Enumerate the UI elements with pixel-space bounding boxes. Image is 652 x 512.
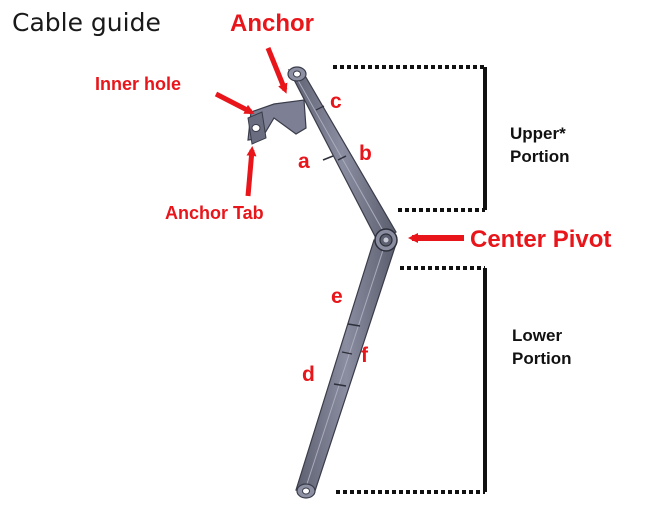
upper-portion-label: Upper* Portion — [510, 122, 570, 168]
lower-portion-line2: Portion — [512, 349, 572, 368]
anchor-tab-label: Anchor Tab — [165, 203, 264, 223]
annotation-arrows — [214, 47, 464, 243]
upper-portion-line1: Upper* — [510, 124, 566, 143]
letter-c-label: c — [330, 90, 342, 113]
anchor-arrow — [265, 47, 288, 94]
lower-portion-label: Lower Portion — [512, 324, 572, 370]
upper-portion-bracket — [333, 65, 487, 212]
anchor-tab-bracket — [247, 99, 307, 145]
letter-a-label: a — [298, 150, 310, 173]
lower-portion-bracket — [336, 266, 487, 494]
letter-d-label: d — [302, 363, 315, 386]
letter-b-label: b — [359, 142, 372, 165]
upper-arm — [287, 66, 397, 243]
upper-portion-line2: Portion — [510, 147, 570, 166]
letter-f-label: f — [361, 344, 368, 367]
center-pivot-joint — [374, 228, 398, 252]
inner-hole-label: Inner hole — [95, 74, 182, 94]
lower-portion-line1: Lower — [512, 326, 563, 345]
inner-hole-arrow — [214, 91, 255, 115]
inner-hole — [251, 124, 261, 132]
anchor-tab-arrow — [245, 146, 257, 197]
diagram-title: Cable guide — [12, 8, 161, 37]
center-pivot-label: Center Pivot — [470, 226, 612, 253]
letter-e-label: e — [331, 285, 343, 308]
anchor-label: Anchor — [230, 10, 314, 37]
